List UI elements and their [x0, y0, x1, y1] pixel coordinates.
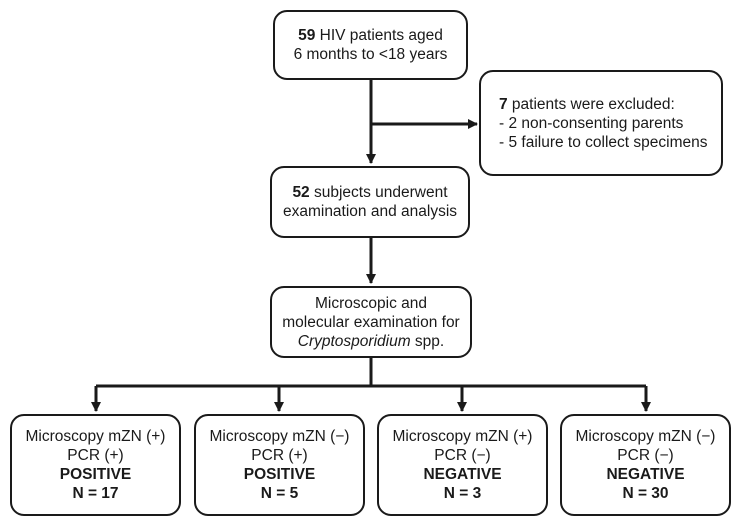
- outcome-count: N = 5: [260, 485, 299, 502]
- exam-line-1: Microscopic and: [315, 294, 427, 312]
- outcome-microscopy: Microscopy mZN (+): [392, 428, 533, 445]
- outcome-microscopy: Microscopy mZN (−): [575, 428, 716, 445]
- excluded-reason-2: - 5 failure to collect specimens: [499, 133, 708, 151]
- exam-line-3: Cryptosporidium spp.: [298, 332, 444, 351]
- subjects-label: subjects underwent: [309, 184, 448, 201]
- subjects-line-1: 52 subjects underwent: [292, 183, 447, 202]
- outcome-box-2: Microscopy mZN (−) PCR (+) POSITIVE N = …: [194, 414, 365, 516]
- excluded-box: 7 patients were excluded: - 2 non-consen…: [479, 70, 723, 176]
- exam-line-2: molecular examination for: [282, 313, 460, 331]
- subjects-count: 52: [292, 184, 310, 201]
- outcome-microscopy: Microscopy mZN (+): [25, 428, 166, 445]
- patients-box: 59 HIV patients aged 6 months to <18 yea…: [273, 10, 468, 80]
- exam-organism-suffix: spp.: [410, 332, 445, 350]
- examination-box: Microscopic and molecular examination fo…: [270, 286, 472, 358]
- outcome-count: N = 3: [443, 485, 482, 502]
- outcome-result: NEGATIVE: [606, 466, 685, 483]
- outcome-box-3: Microscopy mZN (+) PCR (−) NEGATIVE N = …: [377, 414, 548, 516]
- outcome-box-1: Microscopy mZN (+) PCR (+) POSITIVE N = …: [10, 414, 181, 516]
- excluded-line-1: 7 patients were excluded:: [499, 95, 675, 114]
- excluded-count: 7: [499, 95, 508, 113]
- outcome-count: N = 17: [72, 485, 119, 502]
- patients-label: HIV patients aged: [315, 27, 443, 44]
- excluded-label: patients were excluded:: [507, 95, 675, 113]
- outcome-count: N = 30: [622, 485, 669, 502]
- excluded-reason-1: - 2 non-consenting parents: [499, 114, 684, 132]
- exam-organism: Cryptosporidium: [297, 332, 411, 350]
- outcome-pcr: PCR (−): [617, 447, 674, 464]
- patients-line-1: 59 HIV patients aged: [298, 26, 443, 45]
- outcome-pcr: PCR (+): [67, 447, 124, 464]
- outcome-result: NEGATIVE: [423, 466, 502, 483]
- outcome-pcr: PCR (−): [434, 447, 491, 464]
- outcome-result: POSITIVE: [243, 466, 316, 483]
- subjects-box: 52 subjects underwent examination and an…: [270, 166, 470, 238]
- subjects-analysis: examination and analysis: [282, 203, 458, 220]
- patients-count: 59: [298, 27, 316, 44]
- outcome-pcr: PCR (+): [251, 447, 308, 464]
- outcome-box-4: Microscopy mZN (−) PCR (−) NEGATIVE N = …: [560, 414, 731, 516]
- outcome-microscopy: Microscopy mZN (−): [209, 428, 350, 445]
- patients-age-range: 6 months to <18 years: [293, 46, 448, 63]
- outcome-result: POSITIVE: [59, 466, 132, 483]
